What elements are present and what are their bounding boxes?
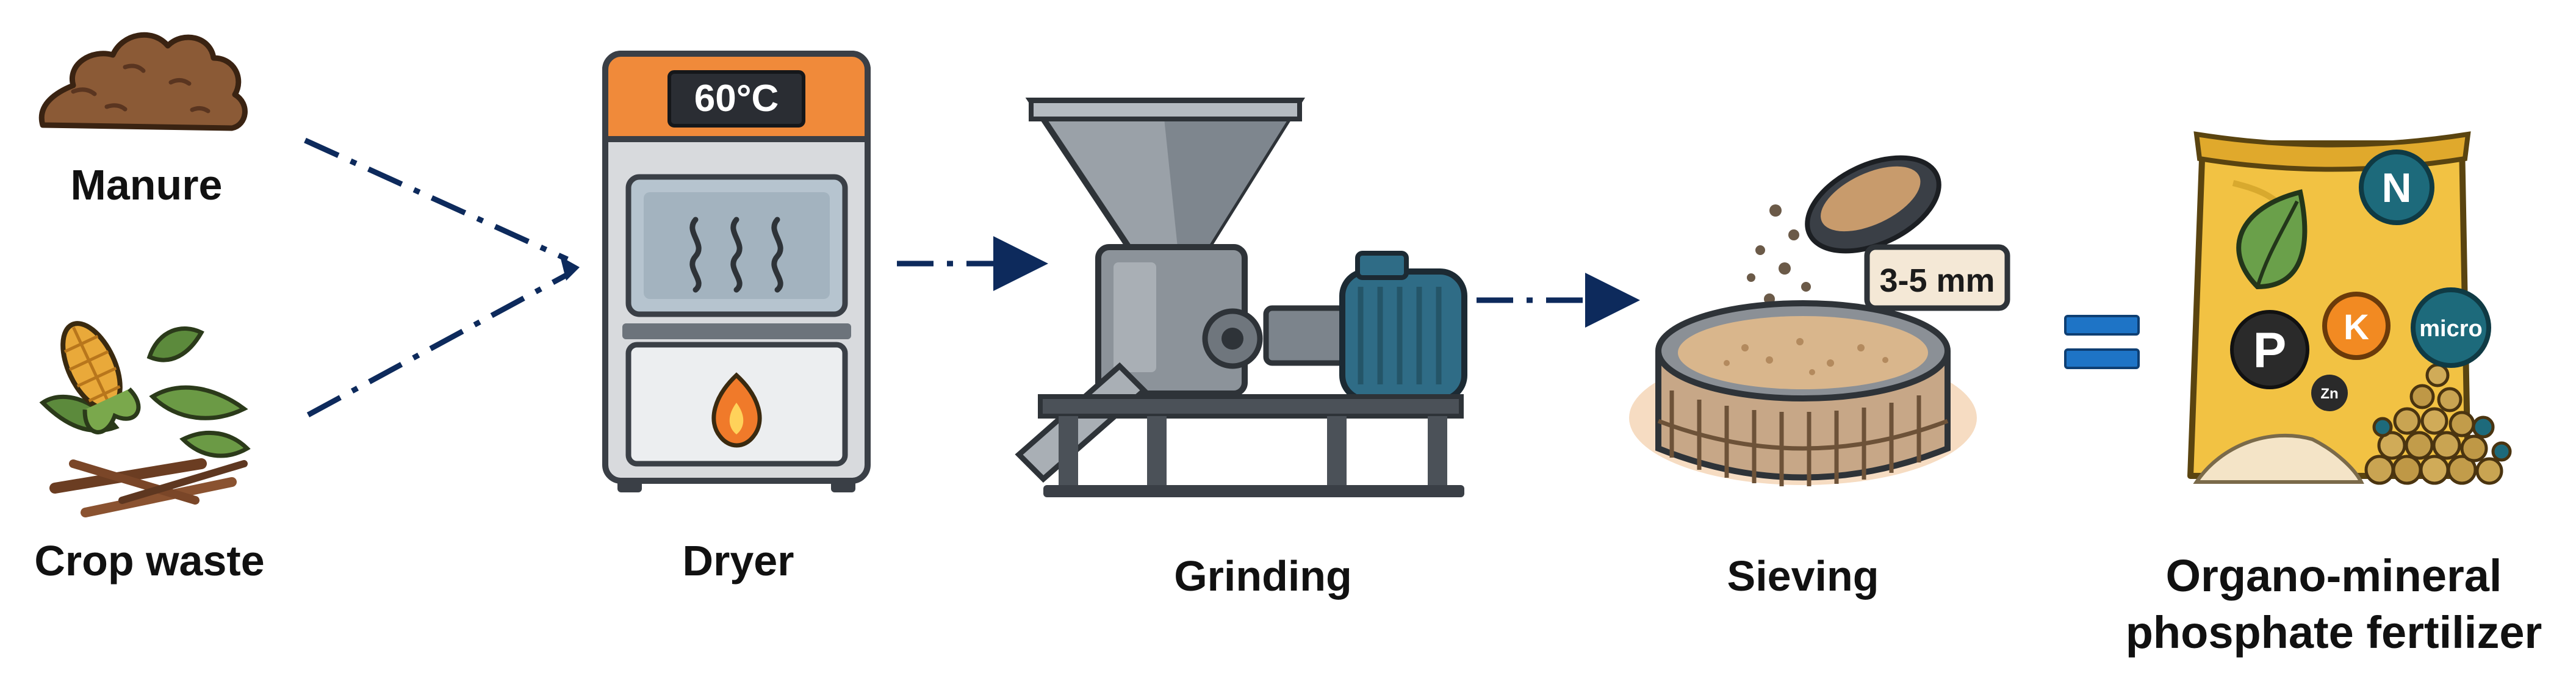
dryer-icon bbox=[602, 51, 871, 492]
grinding-machine-icon bbox=[1015, 98, 1467, 497]
nutrient-p-badge: P bbox=[2253, 323, 2287, 378]
equals-sign bbox=[2064, 315, 2140, 369]
sieve-size-label: 3-5 mm bbox=[1879, 262, 1995, 299]
nutrient-n-badge: N bbox=[2381, 165, 2411, 211]
nutrient-zn-badge: Zn bbox=[2320, 386, 2338, 402]
dryer-temperature: 60°C bbox=[694, 77, 779, 120]
fertilizer-bag-icon bbox=[2187, 131, 2512, 485]
arrow-junction-head bbox=[560, 256, 580, 281]
nutrient-micro-badge: micro bbox=[2419, 316, 2482, 342]
fertilizer-label-line2: phosphate fertilizer bbox=[2125, 607, 2542, 658]
arrow-manure-to-dryer bbox=[304, 137, 569, 262]
crop-waste-icon bbox=[39, 321, 251, 517]
flow-arrows bbox=[304, 137, 1640, 417]
sieving-label: Sieving bbox=[1727, 552, 1879, 600]
dryer-label: Dryer bbox=[682, 537, 794, 585]
sieve-icon bbox=[1629, 155, 2010, 486]
fertilizer-label-line1: Organo-mineral bbox=[2165, 550, 2502, 601]
grinding-label: Grinding bbox=[1174, 552, 1352, 600]
nutrient-k-badge: K bbox=[2344, 308, 2369, 347]
manure-icon bbox=[38, 32, 248, 131]
crop-waste-label: Crop waste bbox=[34, 537, 265, 585]
manure-label: Manure bbox=[70, 161, 223, 209]
arrow-crop-to-dryer bbox=[306, 272, 569, 417]
